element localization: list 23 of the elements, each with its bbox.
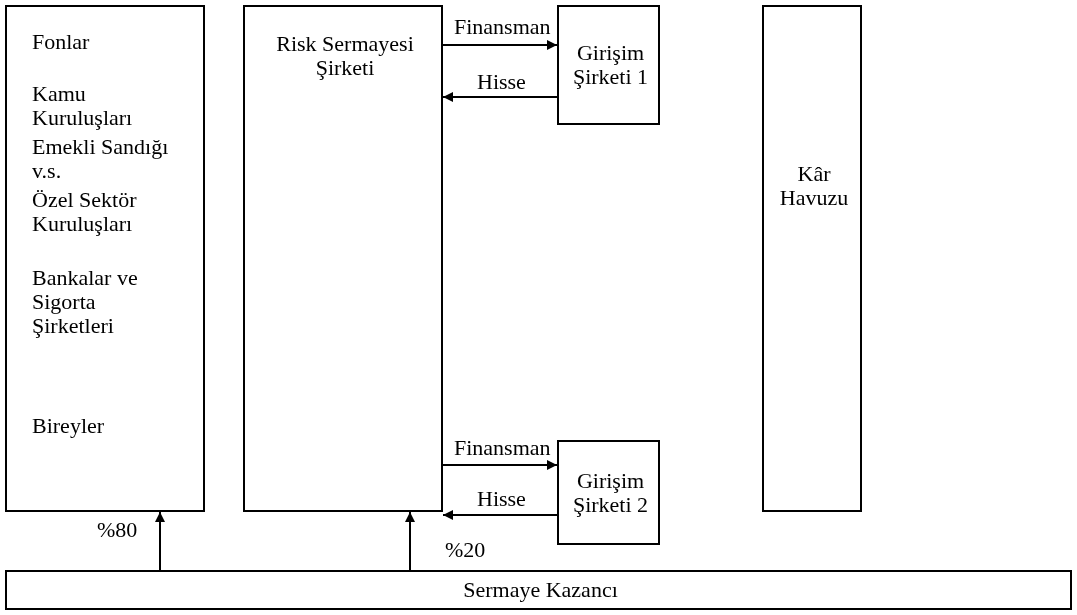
node-label: Girişim Şirketi 1 (571, 40, 650, 90)
arrow (155, 511, 165, 571)
list-box (5, 5, 205, 512)
arrow (442, 92, 558, 102)
arrow (442, 510, 558, 520)
list-item: Kamu Kuruluşları (32, 82, 134, 131)
node-label: Sermaye Kazancı (462, 577, 619, 603)
list-item: Bireyler (32, 414, 106, 439)
process-box (762, 5, 862, 512)
arrow (442, 40, 558, 50)
list-item: Emekli Sandığı v.s. (32, 135, 170, 184)
arrow (442, 460, 558, 470)
process-box (5, 570, 1072, 610)
node-label: Girişim Şirketi 2 (571, 468, 650, 517)
node-label: Risk Sermayesi Şirketi (275, 32, 415, 81)
arrow (405, 511, 415, 571)
process-box (557, 5, 660, 125)
node-label: Kâr Havuzu (778, 162, 850, 211)
process-box (557, 440, 660, 545)
list-item: Özel Sektör Kuruluşları (32, 188, 138, 237)
list-item: Fonlar (32, 30, 91, 55)
list-item: Bankalar ve Sigorta Şirketleri (32, 266, 139, 339)
process-box (243, 5, 443, 512)
